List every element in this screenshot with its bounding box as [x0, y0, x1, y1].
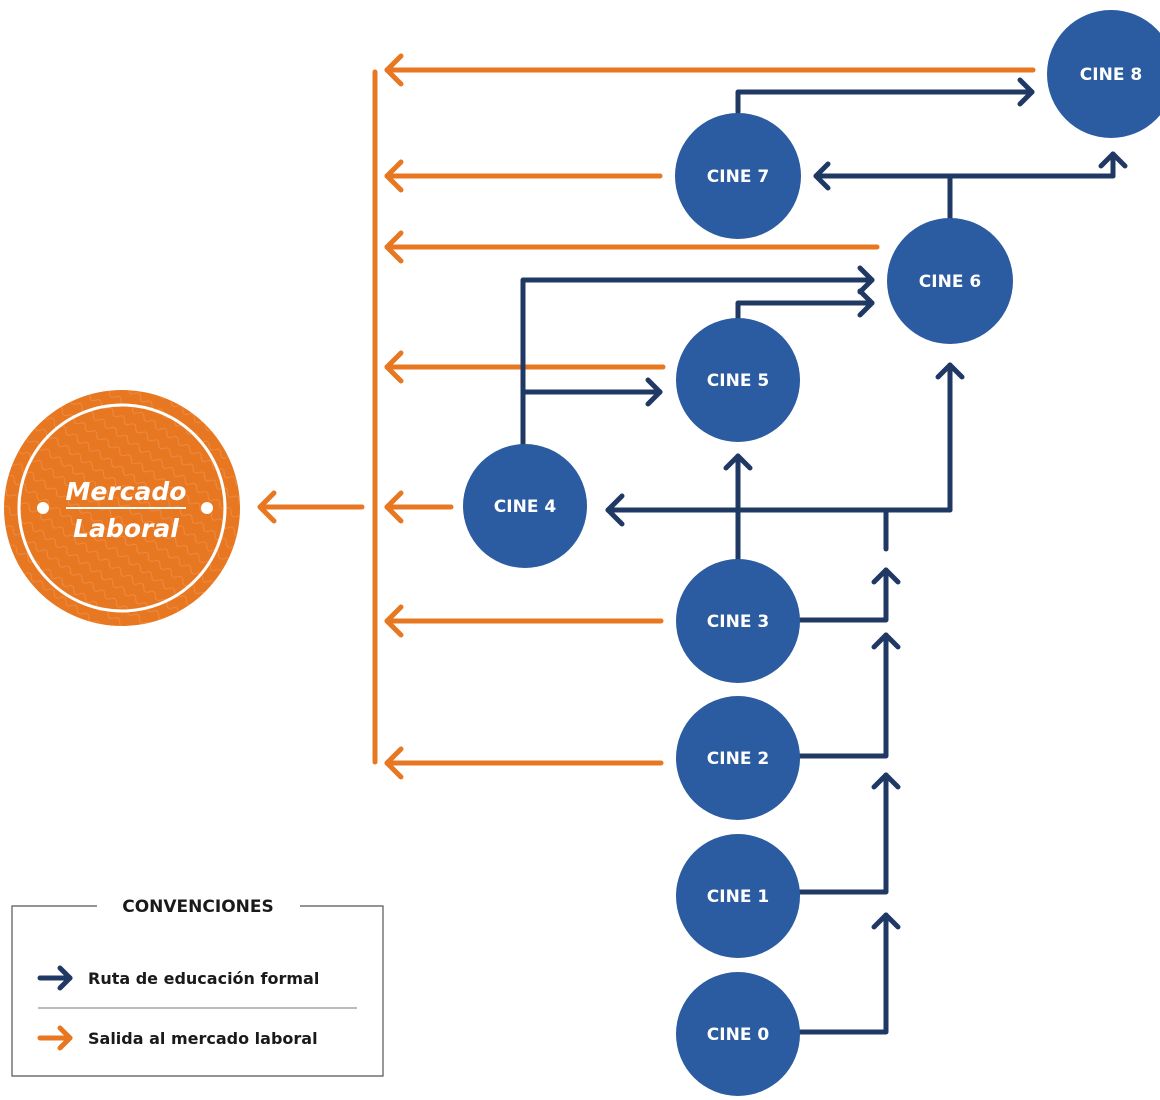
node-label-cine0: CINE 0	[707, 1025, 770, 1045]
node-label-cine3: CINE 3	[707, 612, 769, 632]
legend-labor-exit-label: Salida al mercado laboral	[88, 1029, 318, 1048]
route-cine3-to-cine5	[723, 453, 753, 563]
badge-inner-ring	[17, 403, 227, 613]
legend-labor-exit-icon	[37, 1025, 73, 1051]
route-cine0-up	[797, 912, 901, 1035]
legend-formal-route-icon	[37, 965, 73, 991]
formal-route-arrows	[520, 77, 1128, 1035]
node-label-cine8: CINE 8	[1080, 65, 1142, 85]
legend-title: CONVENCIONES	[122, 897, 274, 917]
node-circle	[676, 559, 800, 683]
labor-exit-arrows	[257, 53, 1036, 780]
exit-arrow-cine8	[384, 53, 1036, 87]
node-cine4: CINE 4	[463, 444, 587, 568]
route-cine6-to-cine7-cine8	[813, 151, 1128, 221]
labor-market-line1: Mercado	[66, 477, 187, 506]
node-cine7: CINE 7	[675, 113, 801, 239]
route-cine1-up	[797, 772, 901, 895]
node-label-cine2: CINE 2	[707, 749, 769, 769]
node-cine6: CINE 6	[887, 218, 1013, 344]
node-circle	[1047, 10, 1160, 138]
legend: CONVENCIONES Ruta de educación formal Sa…	[11, 897, 384, 1077]
node-cine1: CINE 1	[676, 834, 800, 958]
exit-arrow-to-market	[257, 490, 365, 524]
node-label-cine7: CINE 7	[707, 167, 769, 187]
node-cine2: CINE 2	[676, 696, 800, 820]
node-circle	[675, 113, 801, 239]
node-circle	[676, 972, 800, 1096]
node-circle	[676, 696, 800, 820]
node-cine5: CINE 5	[676, 318, 800, 442]
badge-dot-right-icon	[201, 502, 213, 514]
exit-arrow-cine7	[384, 159, 663, 193]
legend-border	[11, 905, 384, 1077]
exit-arrow-cine2	[384, 746, 664, 780]
node-cine0: CINE 0	[676, 972, 800, 1096]
node-label-cine4: CINE 4	[494, 497, 557, 517]
route-cine7-to-cine8	[735, 77, 1035, 115]
node-cine3: CINE 3	[676, 559, 800, 683]
route-cine2-up	[797, 632, 901, 759]
node-label-cine5: CINE 5	[707, 371, 769, 391]
labor-market-badge: Mercado Laboral	[4, 390, 240, 626]
badge-dot-left-icon	[37, 502, 49, 514]
node-cine8: CINE 8	[1047, 10, 1160, 138]
legend-formal-route-label: Ruta de educación formal	[88, 969, 319, 988]
exit-arrow-cine3	[384, 604, 664, 638]
exit-arrow-cine6	[384, 230, 880, 264]
route-cine5-to-cine6	[735, 288, 875, 321]
node-label-cine1: CINE 1	[707, 887, 769, 907]
route-cine4-to-cine5	[520, 377, 663, 407]
node-circle	[676, 834, 800, 958]
route-cine3-up	[797, 507, 901, 623]
route-junction-cine4-cine6	[605, 362, 965, 527]
exit-arrow-cine4	[384, 490, 454, 524]
node-circle	[463, 444, 587, 568]
node-circle	[676, 318, 800, 442]
node-label-cine6: CINE 6	[919, 272, 981, 292]
node-circle	[887, 218, 1013, 344]
labor-market-line2: Laboral	[73, 514, 179, 543]
